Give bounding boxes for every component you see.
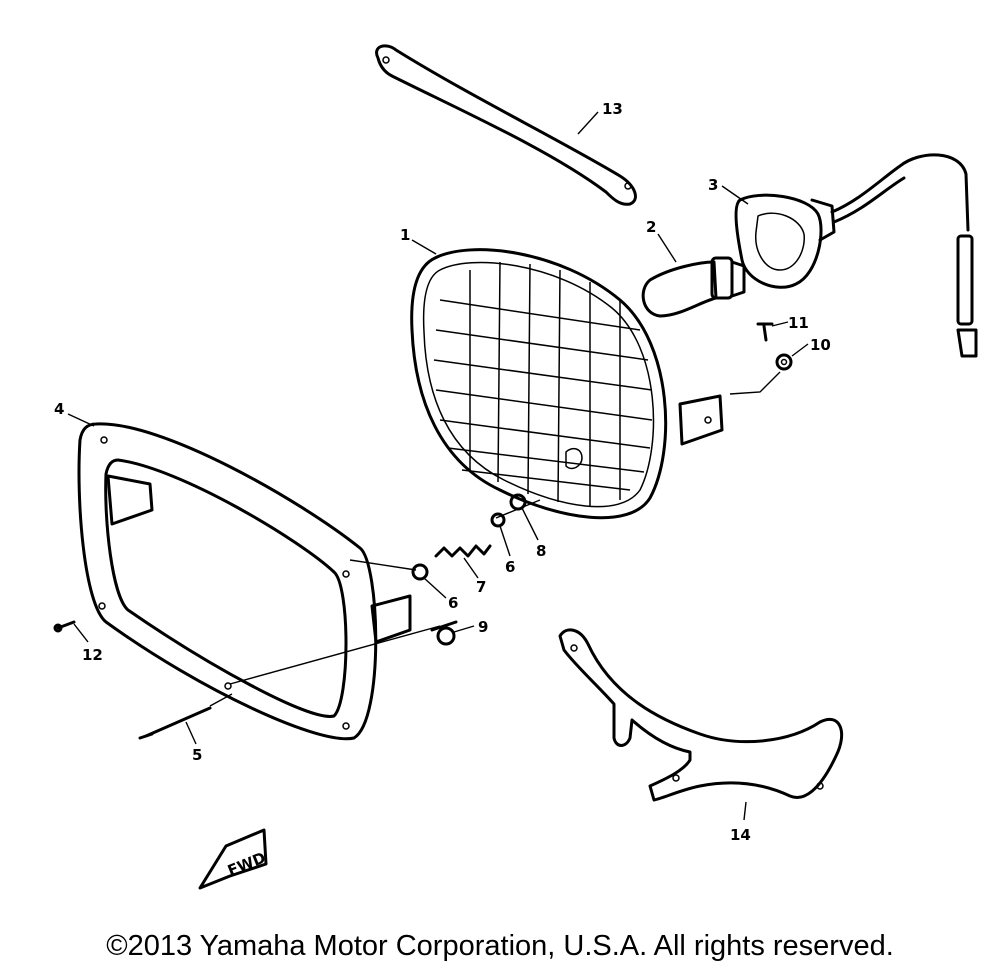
leader-2 — [657, 233, 677, 263]
callout-6a: 6 — [448, 594, 458, 612]
leader-4 — [67, 413, 95, 427]
fwd-arrow-icon: FWD — [198, 828, 268, 890]
callout-4: 4 — [54, 400, 64, 418]
callout-2: 2 — [646, 218, 656, 236]
leader-14 — [743, 801, 747, 821]
part-4-rim — [77, 422, 412, 741]
headlight-exploded-diagram: 13 1 2 3 11 — [53, 44, 978, 890]
part-11-screw — [756, 322, 774, 342]
leader-1 — [411, 239, 437, 255]
callout-7: 7 — [476, 578, 486, 596]
part-1-headlight-unit — [410, 248, 724, 520]
part-6-washer-left — [411, 563, 429, 581]
callout-8: 8 — [536, 542, 546, 560]
part-2-bulb — [641, 256, 746, 318]
part-3-socket — [734, 153, 978, 358]
callout-6b: 6 — [505, 558, 515, 576]
part-14-lower-bracket — [558, 628, 844, 802]
leader-10 — [791, 343, 809, 357]
callout-5: 5 — [192, 746, 202, 764]
fwd-label: FWD — [225, 848, 268, 879]
part-6-washer-right — [490, 512, 506, 528]
leader-11 — [771, 321, 789, 327]
assembly-line-center — [349, 499, 541, 571]
copyright-notice: ©2013 Yamaha Motor Corporation, U.S.A. A… — [106, 930, 894, 962]
leader-12 — [73, 623, 89, 643]
leader-8 — [521, 507, 539, 541]
leader-6a — [423, 577, 447, 599]
leader-7 — [463, 557, 479, 579]
leader-9 — [453, 625, 475, 633]
callout-3: 3 — [708, 176, 718, 194]
part-7-spring — [434, 544, 492, 558]
lens-grid — [433, 261, 653, 506]
callout-1: 1 — [400, 226, 410, 244]
leader-6b — [499, 525, 511, 557]
part-12-screw — [53, 620, 76, 633]
leader-5 — [185, 721, 197, 745]
callout-12: 12 — [82, 646, 103, 664]
assembly-line-10 — [729, 371, 781, 395]
part-5-screw — [138, 706, 212, 740]
assembly-line-5 — [209, 693, 233, 707]
callout-13: 13 — [602, 100, 623, 118]
callout-10: 10 — [810, 336, 831, 354]
callout-14: 14 — [730, 826, 751, 844]
part-9-bolt — [430, 620, 458, 646]
part-13-top-bracket — [375, 44, 637, 206]
assembly-line-9 — [229, 625, 441, 685]
callout-9: 9 — [478, 618, 488, 636]
leader-13 — [577, 111, 599, 135]
leader-3 — [721, 185, 749, 205]
part-10-nut — [775, 353, 793, 371]
callout-11: 11 — [788, 314, 809, 332]
